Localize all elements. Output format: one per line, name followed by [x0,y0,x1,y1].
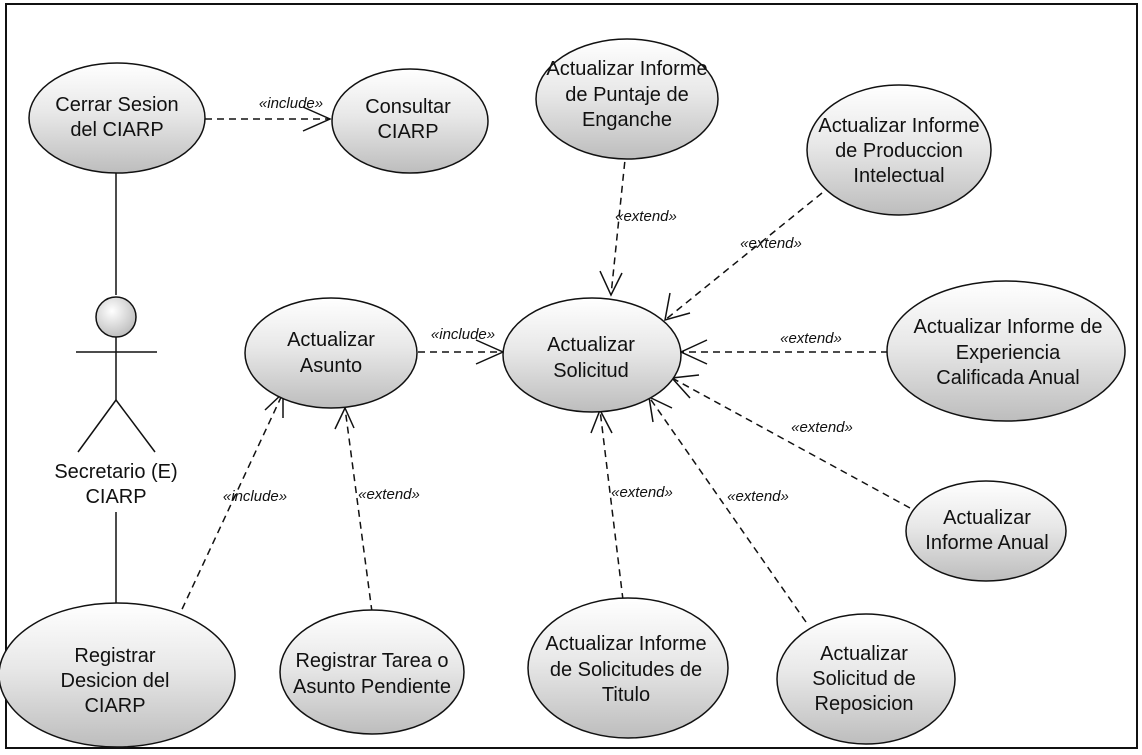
diagram-frame [5,3,1138,749]
actor-right-leg [115,399,156,453]
arrowhead-asunto-extend [334,406,355,430]
arrowhead-solicitud-anual [670,374,700,399]
uc-reposicion-line-1: Actualizar [820,643,908,665]
uc-cerrar-sesion-line-1: Cerrar Sesion [55,94,178,116]
extend-label-experiencia: «extend» [780,330,842,347]
actor-head [95,296,137,338]
uc-anual-line-1: Actualizar [943,507,1031,529]
include-label-registrar: «include» [223,488,287,505]
uc-solicitud-line-2: Solicitud [553,360,629,382]
uc-reposicion[interactable]: Actualizar Solicitud de Reposicion [776,613,956,745]
uc-registrar-desicion-line-3: CIARP [84,695,145,717]
extend-tarea-asunto-line[interactable] [344,407,373,613]
uc-tarea-line-1: Registrar Tarea o [295,650,448,672]
uc-reposicion-line-3: Reposicion [815,693,914,715]
actor-name-line-1: Secretario (E) [54,461,177,483]
arrowhead-solicitud-puntaje [599,270,623,297]
uc-produccion-line-3: Intelectual [853,165,944,187]
uc-consultar-line-2: CIARP [377,121,438,143]
uc-experiencia-line-1: Actualizar Informe de [914,316,1103,338]
uc-anual[interactable]: Actualizar Informe Anual [905,480,1067,582]
uc-titulo[interactable]: Actualizar Informe de Solicitudes de Tit… [527,597,729,739]
uc-experiencia[interactable]: Actualizar Informe de Experiencia Califi… [886,280,1126,422]
uc-titulo-line-2: de Solicitudes de [550,659,702,681]
include-label-solicitud: «include» [431,326,495,343]
uc-produccion[interactable]: Actualizar Informe de Produccion Intelec… [806,84,992,216]
uc-titulo-line-3: Titulo [602,684,650,706]
extend-titulo-solicitud-line[interactable] [599,409,624,601]
extend-puntaje-solicitud-line[interactable] [610,149,627,296]
uc-puntaje[interactable]: Actualizar Informe de Puntaje de Enganch… [535,38,719,160]
arrowhead-consultar [302,106,332,132]
extend-label-tarea: «extend» [358,486,420,503]
uc-experiencia-line-2: Experiencia [956,342,1061,364]
uc-anual-line-2: Informe Anual [925,532,1048,554]
uc-registrar-desicion[interactable]: Registrar Desicion del CIARP [0,602,236,748]
uc-asunto[interactable]: Actualizar Asunto [244,297,418,409]
uc-cerrar-sesion-line-2: del CIARP [70,119,163,141]
extend-reposicion-solicitud-line[interactable] [648,396,807,623]
uc-solicitud[interactable]: Actualizar Solicitud [502,297,682,413]
actor-name-line-2: CIARP [85,486,146,508]
extend-anual-solicitud-line[interactable] [671,377,911,509]
arrowhead-solicitud-produccion [664,292,691,322]
uc-tarea[interactable]: Registrar Tarea o Asunto Pendiente [279,609,465,735]
arrowhead-solicitud-titulo [590,408,613,434]
uc-puntaje-line-3: Enganche [582,109,672,131]
uc-consultar[interactable]: Consultar CIARP [331,68,489,174]
uc-registrar-desicion-line-1: Registrar [74,645,155,667]
extend-produccion-solicitud-line[interactable] [664,192,823,321]
uc-puntaje-line-2: de Puntaje de [565,84,688,106]
uc-titulo-line-1: Actualizar Informe [545,633,706,655]
actor-left-leg [77,399,117,453]
include-registrar-asunto-line[interactable] [176,392,284,621]
uc-consultar-line-1: Consultar [365,96,451,118]
extend-label-produccion: «extend» [740,235,802,252]
uc-puntaje-line-1: Actualizar Informe [546,58,707,80]
uc-experiencia-line-3: Calificada Anual [936,367,1079,389]
extend-label-titulo: «extend» [611,484,673,501]
uc-reposicion-line-2: Solicitud de [812,668,915,690]
uc-solicitud-line-1: Actualizar [547,334,635,356]
uc-asunto-line-1: Actualizar [287,329,375,351]
uc-registrar-desicion-line-2: Desicion del [61,670,170,692]
extend-label-reposicion: «extend» [727,488,789,505]
extend-label-puntaje: «extend» [615,208,677,225]
uc-produccion-line-2: de Produccion [835,140,963,162]
actor-secretario[interactable]: Secretario (E) CIARP [54,171,178,618]
uc-tarea-line-2: Asunto Pendiente [293,676,451,698]
uc-cerrar-sesion[interactable]: Cerrar Sesion del CIARP [28,62,206,174]
include-label-consultar: «include» [259,95,323,112]
uc-asunto-line-2: Asunto [300,355,362,377]
uc-produccion-line-1: Actualizar Informe [818,115,979,137]
extend-label-anual: «extend» [791,419,853,436]
